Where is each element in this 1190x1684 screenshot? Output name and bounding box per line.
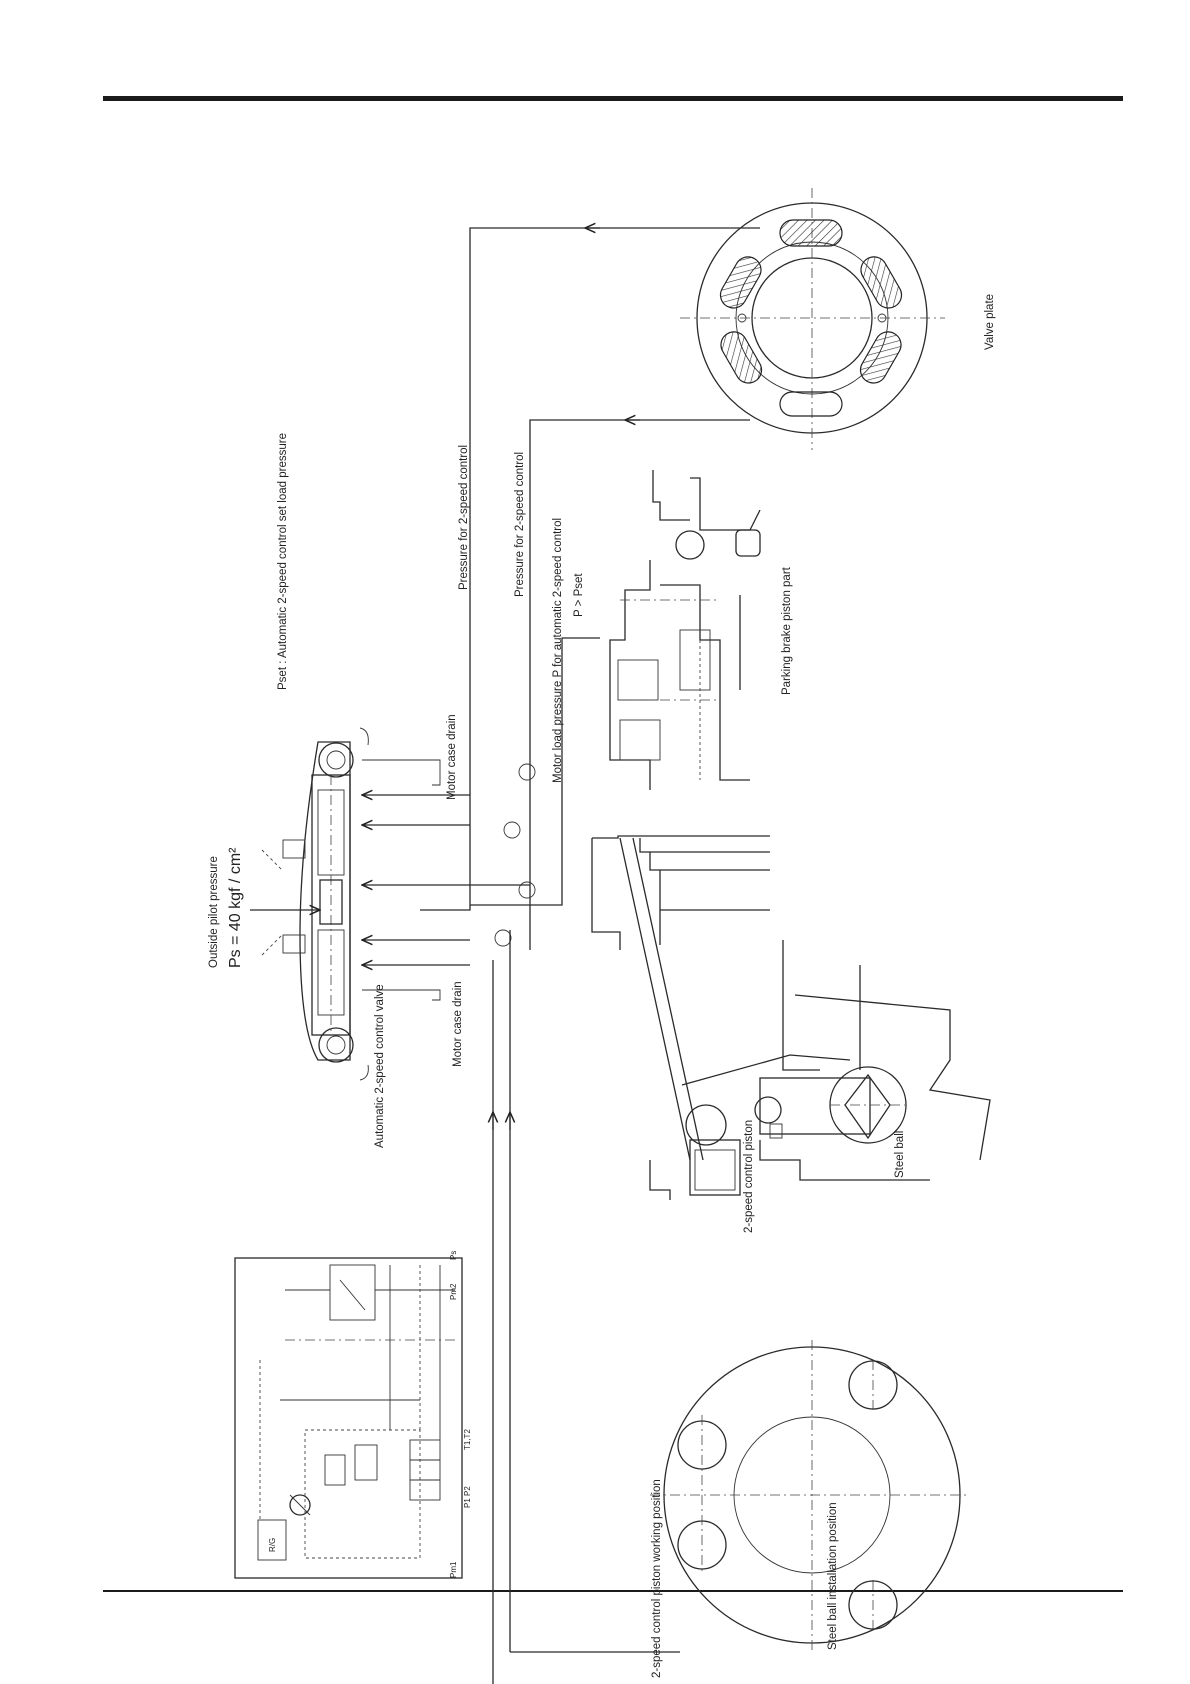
lower-pressure-lines (493, 930, 680, 1684)
steel-ball-install-label: Steel ball installation position (827, 1502, 839, 1650)
header-rule (103, 96, 1123, 101)
motor-load-pressure-label: Motor load pressure P for automatic 2-sp… (552, 518, 564, 783)
outside-pilot-label: Outside pilot pressure (208, 856, 220, 968)
t1t2-port: T1,T2 (463, 1429, 472, 1450)
auto-valve-label: Automatic 2-speed control valve (374, 984, 386, 1148)
valve-plate-label: Valve plate (984, 294, 996, 350)
hatched-port-top (779, 219, 843, 247)
hydraulic-schematic: R/G Ps Pm2 Pm1 P1 P2 T1,T2 (234, 1251, 472, 1579)
p-gt-pset-label: P > Pset (573, 573, 585, 617)
pm1-port: Pm1 (449, 1561, 458, 1578)
valve-plate-drawing (680, 188, 945, 450)
pressure-label-b: Pressure for 2-speed control (514, 452, 526, 597)
piston-working-position-label: 2-speed control piston working position (651, 1479, 663, 1678)
motor-case-drain-bottom-label: Motor case drain (452, 981, 464, 1067)
pm2-port: Pm2 (449, 1283, 458, 1300)
footer-rule (103, 1590, 1123, 1592)
pset-note: Pset : Automatic 2-speed control set loa… (277, 433, 289, 690)
rg-box (257, 1519, 287, 1561)
steel-ball-label: Steel ball (894, 1131, 906, 1178)
ps-port: Ps (449, 1251, 458, 1260)
rg-text: R/G (268, 1538, 277, 1552)
motor-housing-drawing (591, 835, 991, 1200)
parking-brake-label: Parking brake piston part (781, 566, 793, 695)
steel-ball-position-drawing (650, 1340, 970, 1650)
control-piston-label: 2-speed control piston (743, 1120, 755, 1233)
auto-control-valve-drawing (250, 727, 536, 1081)
parking-brake-drawing (609, 470, 761, 790)
pressure-label-a: Pressure for 2-speed control (458, 445, 470, 590)
ps-value-label: Ps = 40 kgf / cm² (227, 847, 244, 968)
motor-case-drain-top-label: Motor case drain (446, 714, 458, 800)
p1p2-port: P1 P2 (463, 1486, 472, 1508)
pressure-lines (420, 228, 760, 950)
